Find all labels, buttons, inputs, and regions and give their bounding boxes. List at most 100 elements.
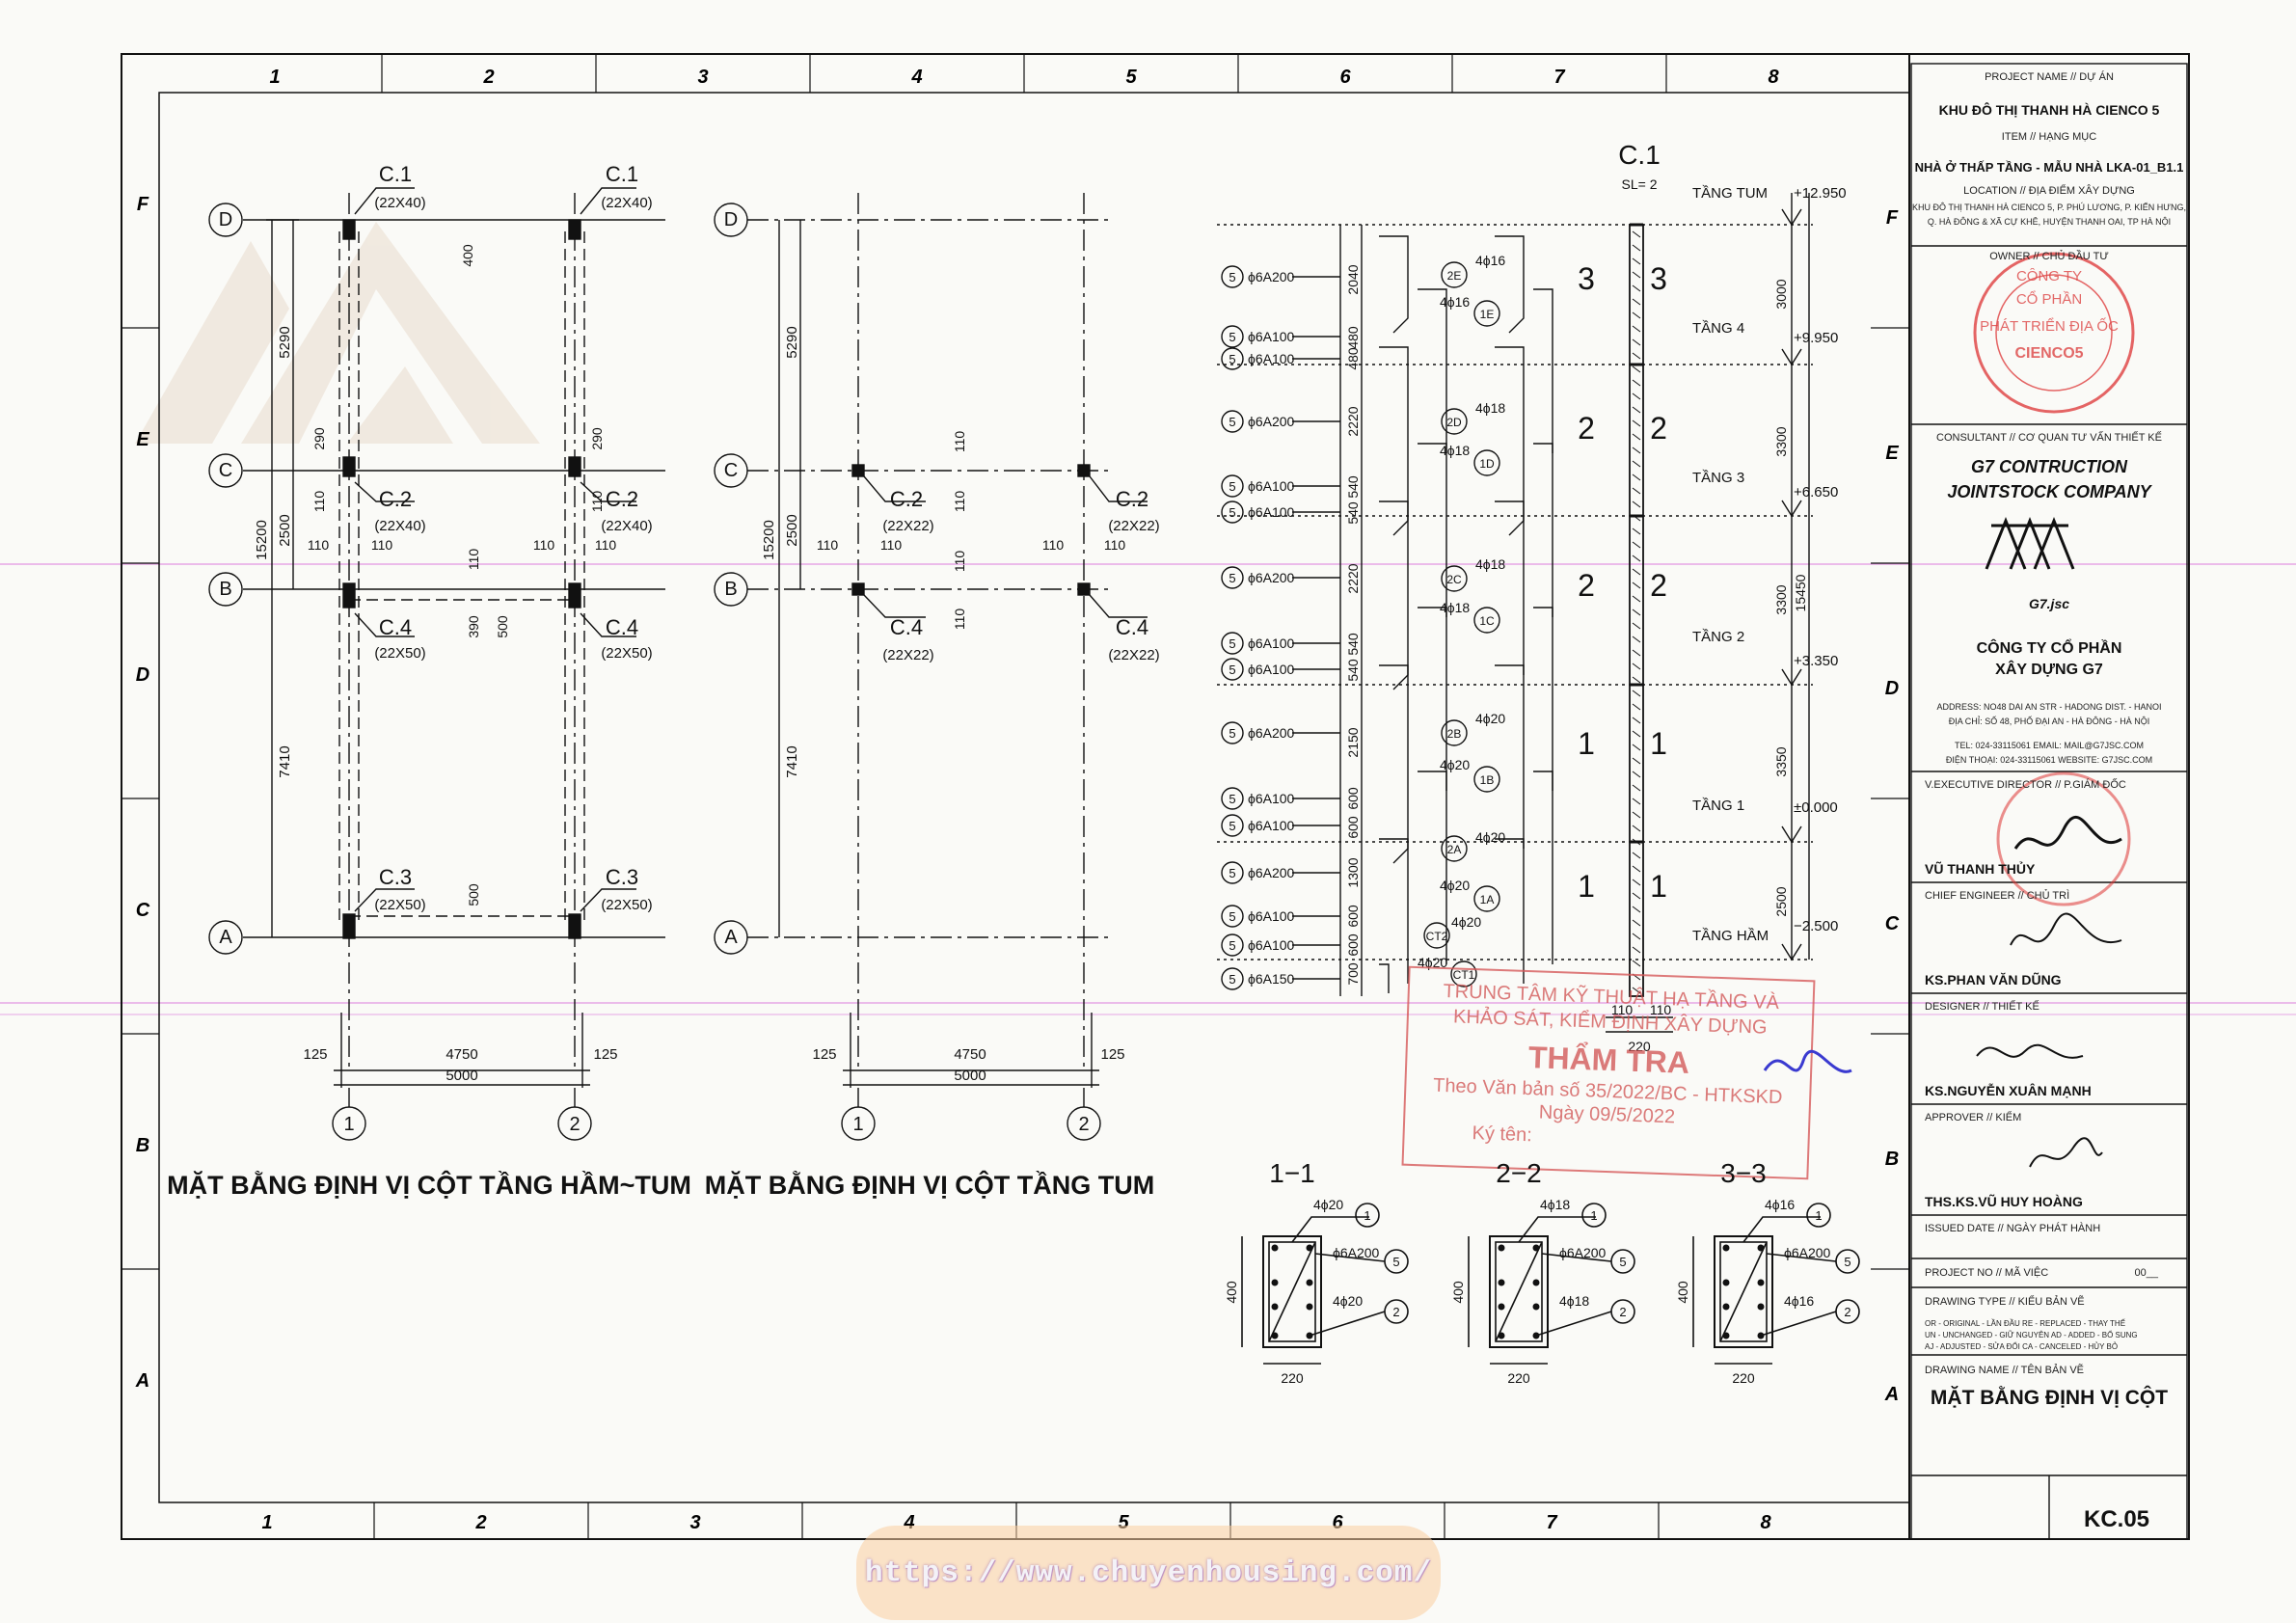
owner-stamp-line: PHÁT TRIỂN ĐỊA ỐC	[1980, 318, 2119, 335]
section-mark: 1	[1578, 869, 1595, 904]
director-name: VŨ THANH THỦY	[1925, 861, 2036, 877]
rebar-dot	[1271, 1244, 1279, 1252]
column-size: (22X40)	[601, 195, 652, 211]
dim-label: 125	[303, 1046, 327, 1063]
column-size: (22X22)	[1108, 647, 1159, 663]
level-elevation: +9.950	[1794, 330, 1838, 346]
section-mark: 2	[1844, 1305, 1850, 1319]
dim-label: 390	[466, 615, 481, 638]
bar-mark: 1B	[1480, 773, 1495, 787]
rebar-dot	[1757, 1303, 1765, 1311]
section-mark: 1	[1650, 726, 1667, 761]
section-top-bars: 4ϕ20	[1313, 1197, 1343, 1212]
location-line2: Q. HÀ ĐÔNG & XÃ CỰ KHÊ, HUYỆN THANH OAI,…	[1927, 217, 2172, 227]
stirrup-mark: 5	[1229, 972, 1235, 987]
grid-col-label: 2	[482, 67, 494, 88]
grid-col-label: 2	[474, 1512, 486, 1533]
dim-label: 110	[817, 537, 839, 553]
dim-label: 110	[880, 537, 903, 553]
signature-designer-icon	[1976, 1043, 2084, 1059]
dim-label: 4750	[446, 1046, 477, 1063]
grid-col-label: 7	[1553, 67, 1565, 88]
section-mark: 1	[1578, 726, 1595, 761]
dim-label: 5000	[954, 1068, 986, 1084]
section-mark: 1	[1364, 1208, 1370, 1223]
stirrup-label: ϕ6A100	[1248, 937, 1295, 953]
stirrup-mark: 5	[1229, 479, 1235, 494]
grid-col-label: 7	[1546, 1512, 1557, 1533]
elevation-dim: 3350	[1773, 746, 1789, 776]
elevation-dim: 1300	[1345, 857, 1361, 887]
section-height-dim: 400	[1450, 1281, 1466, 1304]
rebar-dot	[1757, 1244, 1765, 1252]
grid-col-label: 5	[1125, 67, 1137, 88]
axis-1-label: 1	[852, 1114, 863, 1135]
dim-label: 4750	[954, 1046, 986, 1063]
projectno-value: 00__	[2134, 1267, 2158, 1279]
column-sections: 1−14ϕ20ϕ6A2004ϕ201524002202−24ϕ18ϕ6A2004…	[1224, 1158, 1860, 1386]
elevation-dim: 600	[1345, 816, 1361, 839]
axis-b-label: B	[724, 579, 737, 600]
approver-name: THS.KS.VŨ HUY HOÀNG	[1925, 1194, 2083, 1209]
elevation-dim: 3300	[1773, 584, 1789, 614]
dim-label: 110	[1104, 537, 1126, 553]
drawingtype-label: DRAWING TYPE // KIỂU BẢN VẼ	[1925, 1296, 2085, 1308]
plan1-labels: D C B A 1 2 C.1 (22X40) C.1 (22X40) C.2 …	[167, 162, 691, 1200]
column-label: C.1	[606, 162, 638, 186]
bar-mark: 1D	[1479, 457, 1495, 471]
grid-row-label: D	[136, 664, 149, 686]
section-mark: 1	[1650, 869, 1667, 904]
watermark-url-text[interactable]: https://www.chuyenhousing.com/	[864, 1555, 1433, 1590]
axis-1-label: 1	[343, 1114, 354, 1135]
column-label: C.2	[1116, 487, 1148, 511]
elevation-dim: 2220	[1345, 406, 1361, 436]
consultant-label: CONSULTANT // CƠ QUAN TƯ VẤN THIẾT KẾ	[1936, 432, 2162, 444]
watermark-url-banner[interactable]: https://www.chuyenhousing.com/	[856, 1526, 1441, 1620]
item-name: NHÀ Ở THẤP TẦNG - MẪU NHÀ LKA-01_B1.1	[1914, 160, 2184, 175]
stirrup-label: ϕ6A150	[1248, 971, 1295, 987]
grid-col-label: 4	[910, 67, 922, 88]
chief-name: KS.PHAN VĂN DŨNG	[1925, 972, 2062, 987]
axis-d-label: D	[724, 209, 738, 230]
column-label: C.4	[890, 615, 923, 639]
elevation-dim: 480	[1345, 326, 1361, 349]
dim-label: 110	[589, 491, 605, 513]
bar-label: 4ϕ16	[1475, 253, 1505, 268]
rebar-dot	[1722, 1279, 1730, 1286]
grid-row-label: E	[1885, 443, 1899, 464]
stirrup-label: ϕ6A100	[1248, 636, 1295, 651]
rebar-dot	[1498, 1303, 1505, 1311]
section-top-bars: 4ϕ16	[1765, 1197, 1795, 1212]
bar-mark: 1C	[1479, 614, 1495, 628]
logo-text: G7.jsc	[2028, 596, 2070, 611]
bar-label: 4ϕ18	[1440, 443, 1470, 458]
section-width-dim: 220	[1507, 1370, 1530, 1386]
level-name: TẦNG 4	[1692, 320, 1744, 337]
level-elevation: ±0.000	[1794, 799, 1838, 816]
elevation-dim: 3300	[1773, 426, 1789, 456]
section-bottom-bars: 4ϕ16	[1784, 1293, 1814, 1309]
section-width-dim: 220	[1281, 1370, 1304, 1386]
column-size: (22X50)	[374, 645, 425, 662]
dim-label: 15200	[254, 520, 270, 560]
plan1-title: MẶT BẰNG ĐỊNH VỊ CỘT TẦNG HẦM~TUM	[167, 1170, 691, 1200]
elevation-dim: 600	[1345, 905, 1361, 928]
drawing-name: MẶT BẰNG ĐỊNH VỊ CỘT	[1930, 1387, 2169, 1409]
elevation-dim: 540	[1345, 475, 1361, 499]
signature-icon	[1763, 1049, 1852, 1073]
axis-2-label: 2	[1078, 1114, 1089, 1135]
plan2-labels: D C B A 1 2 C.2 (22X22) C.2 (22X22) C.4 …	[705, 209, 1160, 1200]
bar-mark: 1A	[1480, 893, 1495, 906]
director-stamp	[1996, 771, 2131, 906]
level-name: TẦNG 3	[1692, 470, 1744, 486]
grid-row-label: A	[135, 1370, 149, 1392]
grid-row-label: C	[1885, 913, 1900, 934]
rebar-dot	[1498, 1332, 1505, 1339]
stirrup-label: ϕ6A200	[1248, 725, 1295, 741]
stirrup-mark: 5	[1229, 571, 1235, 585]
column-size: (22X40)	[374, 518, 425, 534]
section-mark: 2	[1650, 411, 1667, 446]
dim-label: 125	[593, 1046, 617, 1063]
drawingtype-line: OR - ORIGINAL - LẦN ĐẦU RE - REPLACED - …	[1925, 1319, 2126, 1328]
grid-col-label: 3	[689, 1512, 700, 1533]
